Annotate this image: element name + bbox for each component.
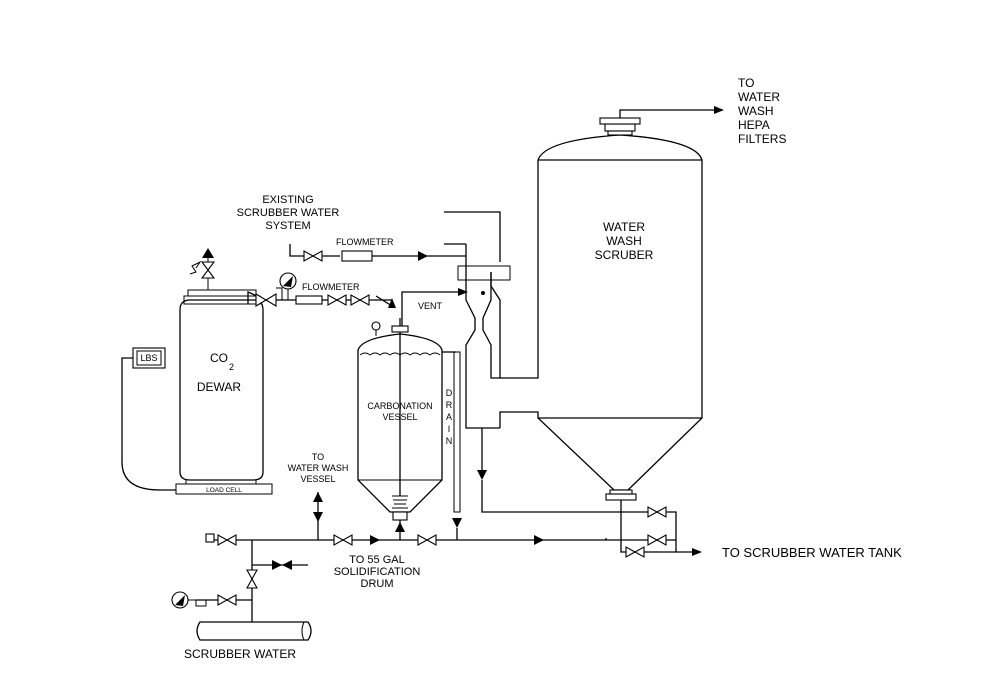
drain-letter-1: R: [446, 400, 453, 410]
drain-letter-3: I: [448, 424, 451, 434]
to-hepa-label-1: WATER: [738, 90, 780, 104]
scrubber-water-branch: [171, 540, 308, 622]
drain-tube: [442, 351, 462, 528]
lbs-label: LBS: [140, 353, 157, 363]
lbs-scale: [121, 347, 176, 491]
to-drum-label-1: SOLIDIFICATION: [334, 566, 421, 578]
to-hepa-label-0: TO: [738, 76, 754, 90]
load-cell-label: LOAD CELL: [206, 487, 242, 494]
carbonation-label-1: VESSEL: [382, 412, 417, 422]
vent-label: VENT: [418, 301, 443, 311]
existing-system-label-2: SYSTEM: [265, 220, 310, 232]
to-hepa-label-4: FILTERS: [738, 132, 786, 146]
scrubber-water-label: SCRUBBER WATER: [184, 647, 296, 661]
to-water-wash-vessel-1: WATER WASH: [288, 463, 349, 473]
water-wash-scrubber: [490, 106, 724, 491]
bottom-main-line: [205, 492, 607, 546]
scrubber-outlet-manifold: [477, 428, 702, 558]
scrubber-venturi: [444, 211, 511, 429]
co2-gas-line: [247, 272, 468, 330]
scrubber-water-header: [196, 621, 312, 641]
relief-valve: [189, 248, 216, 279]
existing-scrubber-water-line: [289, 244, 466, 262]
flowmeter-top-label: FLOWMETER: [336, 237, 394, 247]
to-water-wash-vessel-0: TO: [312, 452, 324, 462]
scrubber-title-2: SCRUBER: [595, 248, 654, 262]
to-drum-label-0: TO 55 GAL: [349, 554, 404, 566]
drain-letter-4: N: [446, 436, 453, 446]
flowmeter-bottom-label: FLOWMETER: [302, 282, 360, 292]
drain-letter-0: D: [446, 388, 453, 398]
to-water-wash-vessel-2: VESSEL: [300, 474, 335, 484]
existing-system-label-1: SCRUBBER WATER: [237, 207, 340, 219]
carbonation-vessel: [357, 318, 443, 521]
existing-system-label-0: EXISTING: [262, 194, 313, 206]
co2-label: CO: [210, 351, 228, 365]
dewar-label: DEWAR: [197, 380, 242, 394]
co2-dewar: [175, 276, 273, 495]
to-scrubber-tank-label: TO SCRUBBER WATER TANK: [722, 545, 902, 560]
to-drum-label-2: DRUM: [361, 578, 394, 590]
co2-subscript: 2: [229, 362, 234, 372]
scrubber-title-1: WASH: [606, 234, 642, 248]
to-hepa-label-3: HEPA: [738, 118, 770, 132]
scrubber-title-0: WATER: [603, 220, 645, 234]
drain-letter-2: A: [446, 412, 452, 422]
carbonation-label-0: CARBONATION: [367, 401, 432, 411]
to-hepa-label-2: WASH: [738, 104, 774, 118]
